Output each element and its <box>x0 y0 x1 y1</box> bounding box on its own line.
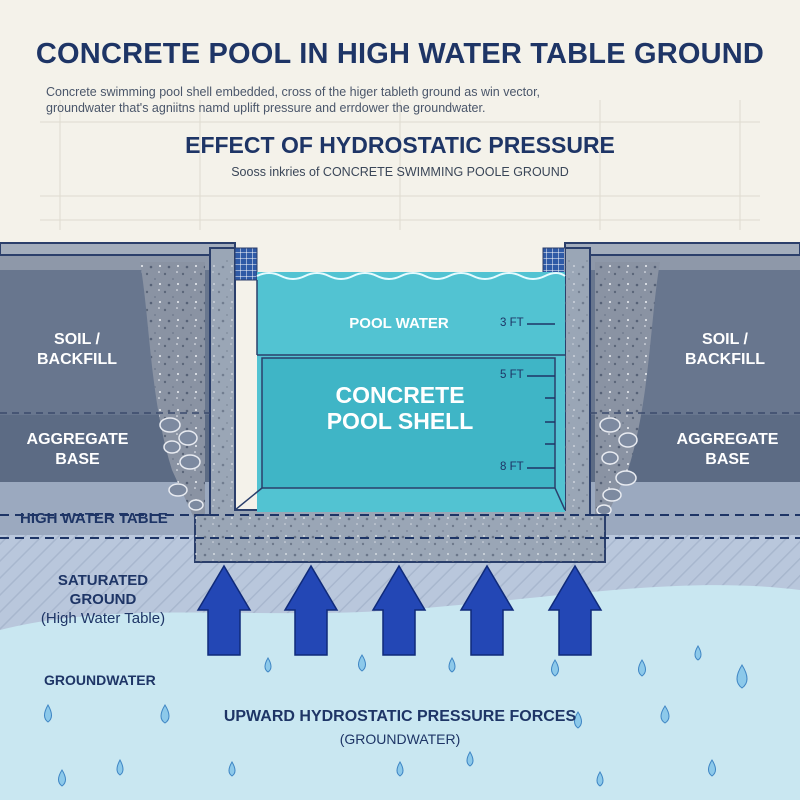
soil-label-line: BACKFILL <box>685 351 765 368</box>
water-drop-icons <box>44 645 748 787</box>
background-grid <box>40 100 760 230</box>
soil-label-line: SOIL / <box>54 331 100 348</box>
saturated-label-line: GROUND <box>69 591 137 608</box>
water-drop-icon <box>264 657 272 673</box>
water-drop-icon <box>574 711 582 729</box>
up-arrow <box>196 564 252 656</box>
aggregate-base-label-left: AGGREGATE BASE <box>20 430 135 470</box>
up-arrow <box>547 564 603 656</box>
soil-label-line: BACKFILL <box>37 351 117 368</box>
water-drop-icon <box>448 657 456 673</box>
up-arrow <box>371 564 427 656</box>
up-arrow <box>459 564 515 656</box>
depth-label-8ft: 8 FT <box>500 461 524 473</box>
water-drop-icon <box>466 751 474 767</box>
water-drop-icon <box>44 704 52 723</box>
water-drop-icon <box>694 645 702 661</box>
upward-pressure-arrows <box>196 564 603 656</box>
water-drop-icon <box>551 659 559 677</box>
water-drop-icon <box>708 759 716 777</box>
water-drop-icon <box>396 761 404 777</box>
water-drop-icon <box>358 654 366 672</box>
concrete-shell-label: CONCRETE POOL SHELL <box>300 382 500 434</box>
intro-text: Concrete swimming pool shell embedded, c… <box>46 84 540 116</box>
intro-line-1: Concrete swimming pool shell embedded, c… <box>46 85 541 99</box>
aggregate-stones <box>159 417 638 516</box>
saturated-label-line: (High Water Table) <box>40 610 166 627</box>
forces-caption-sub: (GROUNDWATER) <box>339 731 461 747</box>
depth-marker-ticks <box>527 323 555 469</box>
shell-label-line: CONCRETE <box>335 382 465 408</box>
water-drop-icon <box>638 659 646 677</box>
depth-label-3ft: 3 FT <box>500 317 524 329</box>
aggregate-label-line: AGGREGATE <box>26 431 129 448</box>
groundwater-layer <box>0 585 800 800</box>
water-drop-icon <box>596 771 604 787</box>
high-water-table-label: HIGH WATER TABLE <box>20 510 168 527</box>
page-title: CONCRETE POOL IN HIGH WATER TABLE GROUND <box>35 38 765 70</box>
water-drop-icon <box>160 704 170 724</box>
saturated-label-line: SATURATED <box>57 572 149 589</box>
soil-backfill-label-left: SOIL / BACKFILL <box>22 330 132 370</box>
forces-caption: UPWARD HYDROSTATIC PRESSURE FORCES <box>223 708 577 725</box>
water-drop-icon <box>58 769 66 787</box>
section-subtitle: EFFECT OF HYDROSTATIC PRESSURE <box>185 132 615 158</box>
aggregate-label-line: BASE <box>705 451 750 468</box>
aggregate-base-label-right: AGGREGATE BASE <box>665 430 790 470</box>
soil-backfill-label-right: SOIL / BACKFILL <box>670 330 780 370</box>
saturated-ground-label: SATURATED GROUND (High Water Table) <box>18 571 188 628</box>
water-drop-icon <box>736 664 748 689</box>
intro-line-2: groundwater that's agniitns namd uplift … <box>46 101 486 115</box>
up-arrow <box>283 564 339 656</box>
soil-label-line: SOIL / <box>702 331 748 348</box>
deck-right <box>564 242 800 256</box>
water-drop-icon <box>660 705 670 724</box>
deck-left <box>0 242 236 256</box>
water-drop-icon <box>228 761 236 777</box>
pool-water-label: POOL WATER <box>349 315 449 332</box>
aggregate-label-line: AGGREGATE <box>676 431 779 448</box>
depth-label-5ft: 5 FT <box>500 369 524 381</box>
aggregate-label-line: BASE <box>55 451 100 468</box>
section-subnote: Sooss inkries of CONCRETE SWIMMING POOLE… <box>231 165 569 179</box>
water-drop-icon <box>116 758 124 776</box>
pool-tile-icon <box>234 247 258 281</box>
shell-label-line: POOL SHELL <box>326 408 474 434</box>
groundwater-label: GROUNDWATER <box>44 672 156 688</box>
